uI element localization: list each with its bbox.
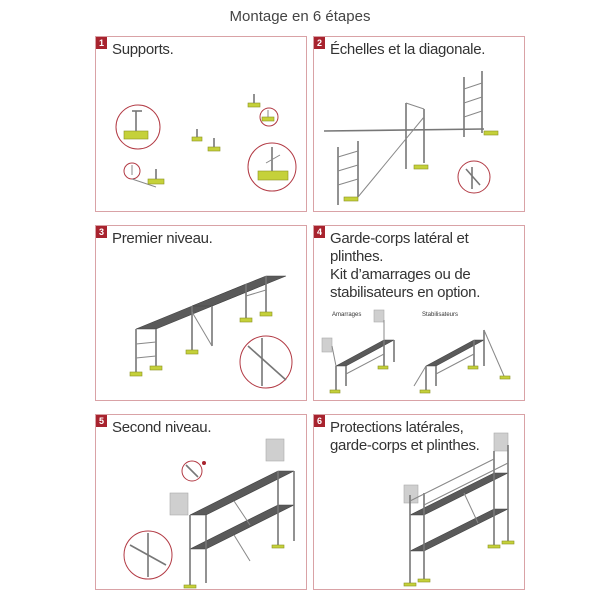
step-title: Protections latérales, garde-corps et pl… [330, 419, 480, 454]
step-title: Garde-corps latéral et plinthes. Kit d’a… [330, 230, 481, 301]
stabilizers-label: Stabilisateurs [422, 312, 459, 318]
step-panel-6: 6 Protections latérales, garde-corps et … [313, 414, 525, 590]
step-number: 5 [96, 415, 107, 427]
step-number: 3 [96, 226, 107, 238]
step-title: Second niveau. [112, 419, 212, 436]
step-number: 1 [96, 37, 107, 49]
step-panel-4: 4 Garde-corps latéral et plinthes. Kit d… [313, 225, 525, 401]
scaffold-level-icon [123, 438, 295, 589]
step-panel-5: 5 Second niveau. [95, 414, 307, 590]
stabilizer-icon [403, 432, 515, 587]
support-base-icon [115, 94, 297, 192]
step-number: 2 [314, 37, 325, 49]
step-panel-2: 2 Échelles et la diagonale. [313, 36, 525, 212]
ladder-frame-icon [323, 71, 499, 205]
anchors-label: Amarrages [332, 312, 362, 318]
step-panel-3: 3 Premier niveau. [95, 225, 307, 401]
step-title: Premier niveau. [112, 230, 213, 247]
page-title: Montage en 6 étapes [229, 8, 371, 25]
step-number: 6 [314, 415, 325, 427]
anchor-kit-icon [321, 309, 511, 394]
step-panel-1: 1 Supports. [95, 36, 307, 212]
step-number: 4 [314, 226, 325, 238]
step-title: Échelles et la diagonale. [330, 41, 486, 58]
step-title: Supports. [112, 41, 174, 58]
scaffold-level-icon [129, 275, 293, 389]
